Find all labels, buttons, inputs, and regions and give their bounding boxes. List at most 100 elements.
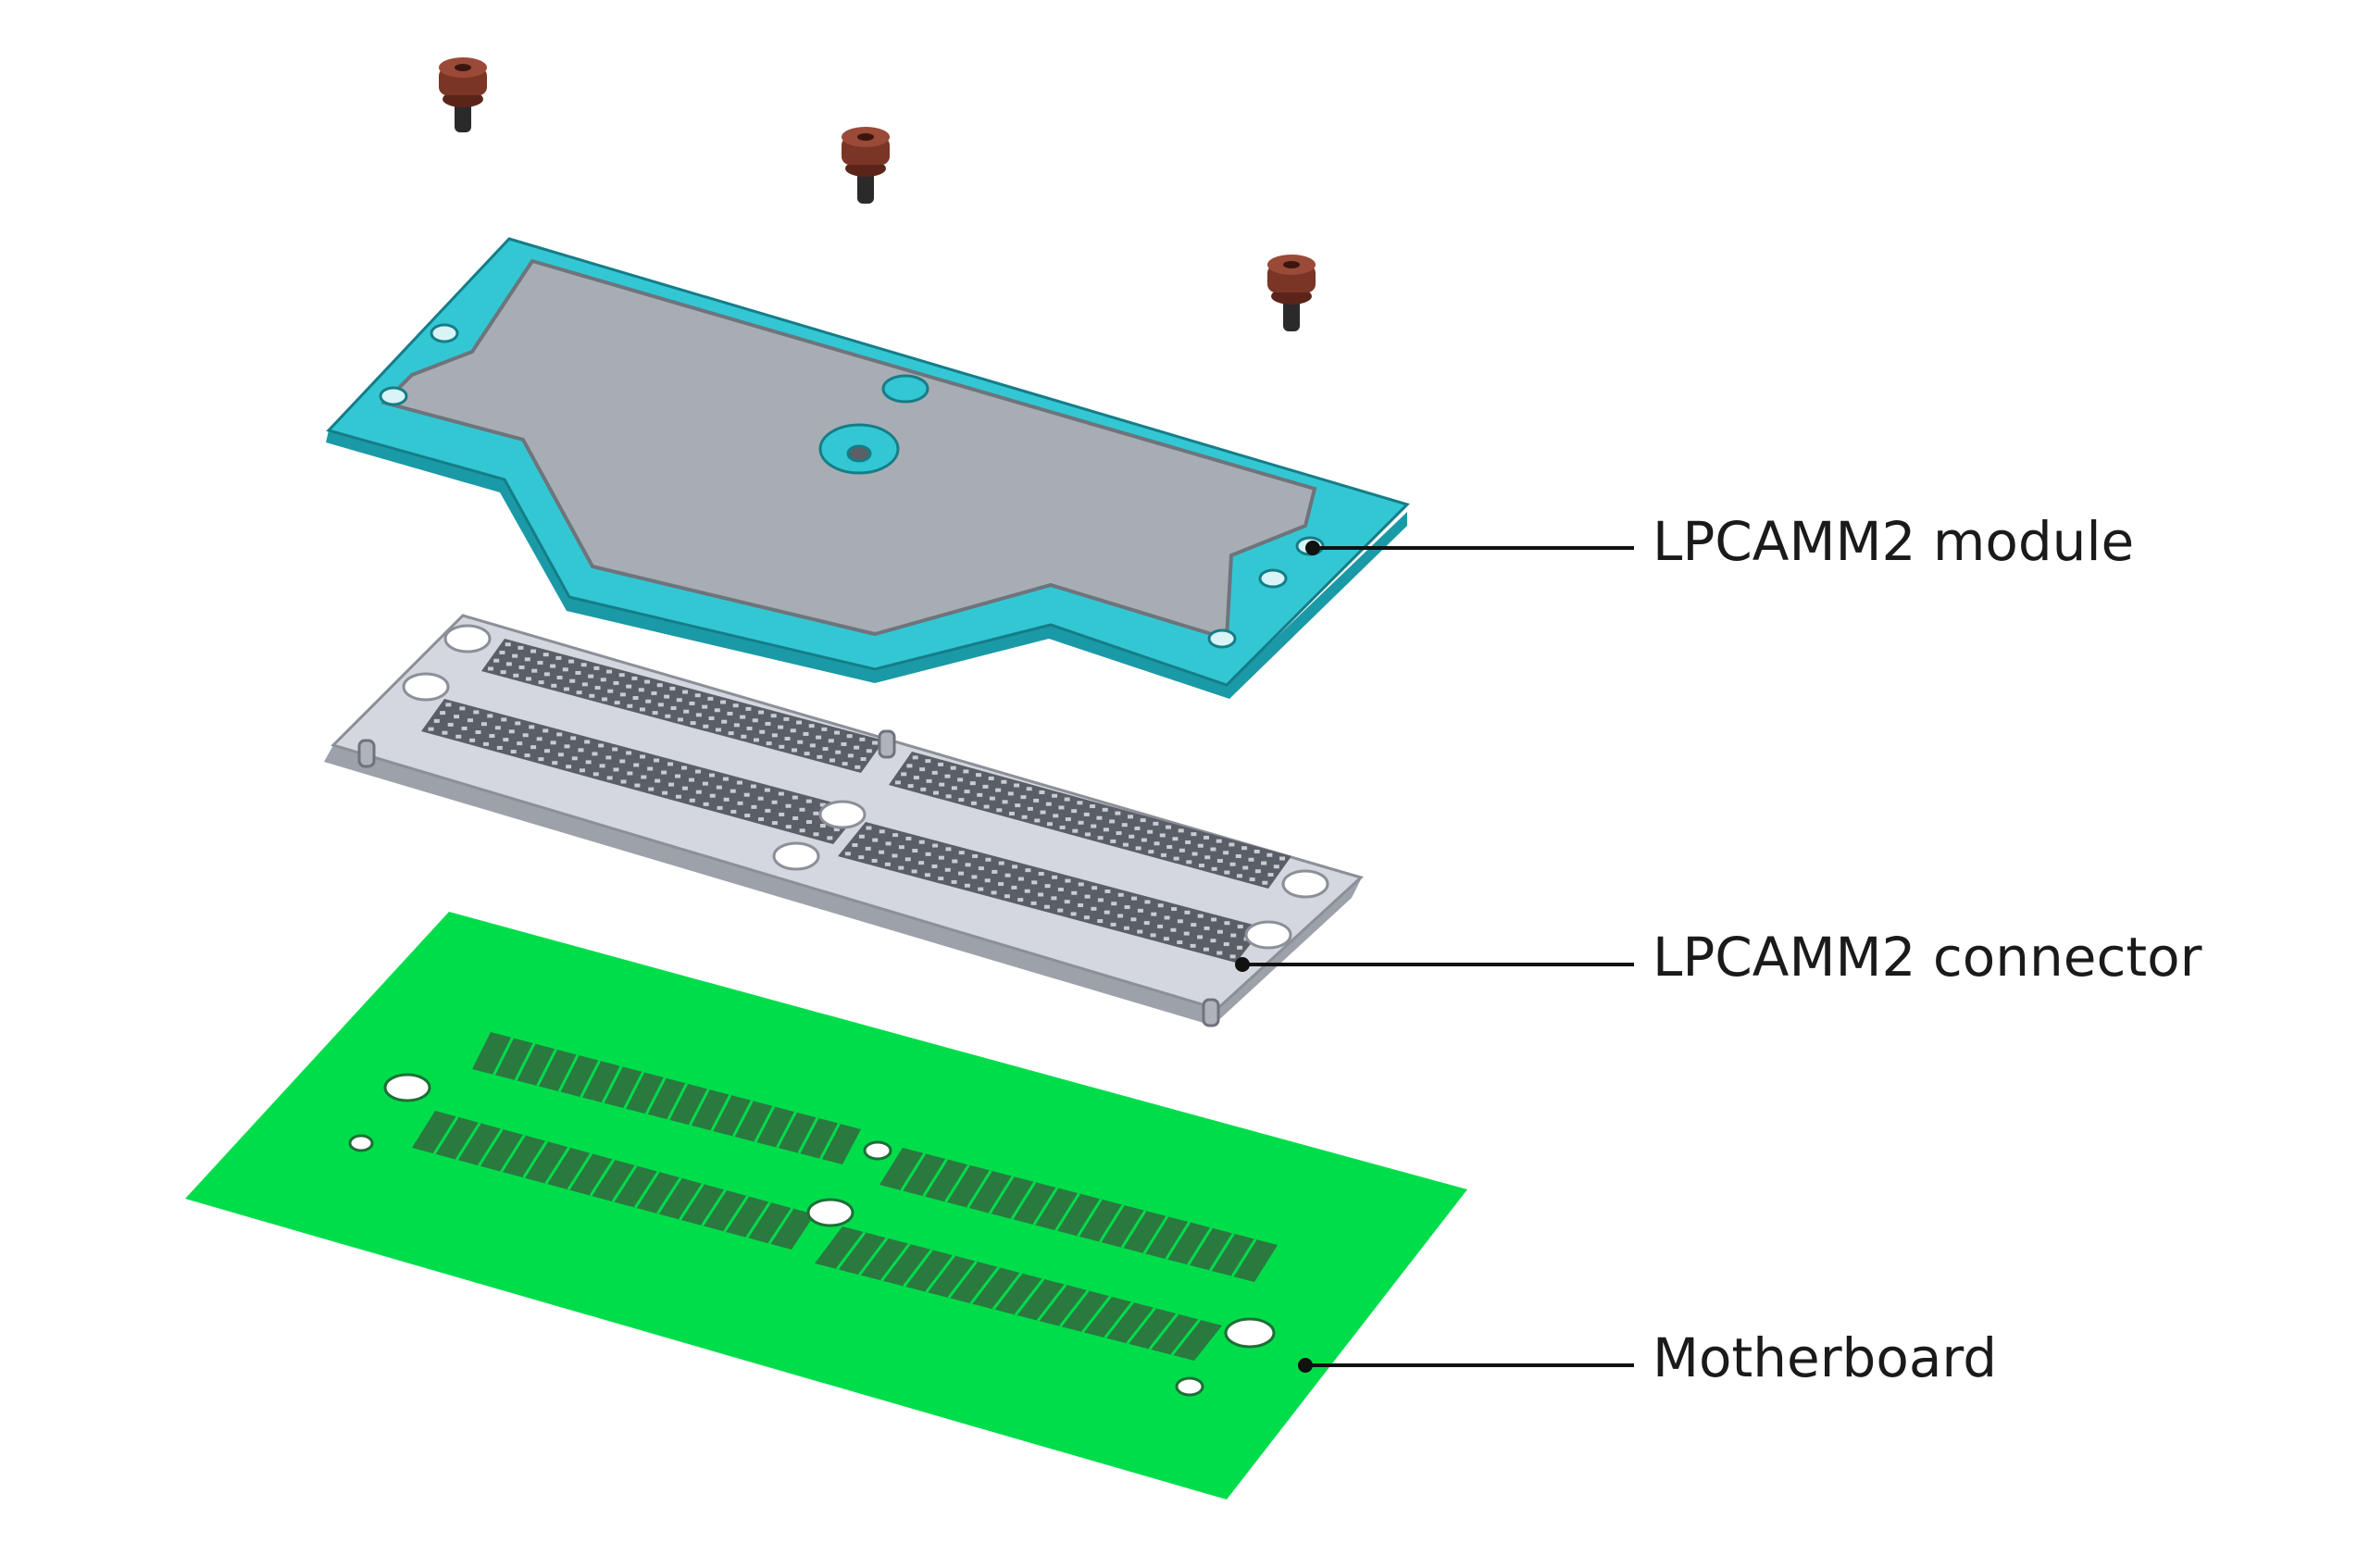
connector-contact-pin [791, 748, 797, 753]
connector-contact-pin [1159, 833, 1166, 838]
connector-contact-fields [421, 639, 1291, 963]
connector-contact-pin [931, 864, 938, 868]
motherboard-slot-separator [455, 1122, 481, 1161]
motherboard-slot-separator [922, 1158, 948, 1198]
connector-contact-pin [626, 751, 632, 755]
connector-contact-pin [879, 850, 885, 854]
connector-contact-pin [605, 755, 612, 760]
connector-contact-pin [834, 730, 841, 735]
motherboard-slot-separator [835, 1231, 867, 1271]
connector-contact-pin [892, 833, 899, 838]
connector-contact-pin [634, 783, 641, 788]
connector-contact-pin [487, 714, 493, 718]
connector-contact-pin [901, 772, 907, 777]
connector-contact-pin [661, 770, 667, 775]
motherboard-slot-separator [1126, 1307, 1156, 1345]
connector-contact-pin [1083, 812, 1090, 816]
connector-contact-pin [632, 696, 639, 701]
motherboard-slot-separator [723, 1195, 749, 1233]
connector-contact-pin [1097, 898, 1104, 902]
connector-contact-pin [799, 828, 805, 833]
connector-contact-pin [753, 738, 759, 742]
connector-contact-pin [1064, 797, 1070, 802]
connector-contact-pin [1077, 801, 1083, 805]
connector-contact-pin [566, 765, 572, 769]
connector-contact-pin [670, 706, 677, 711]
motherboard-slot-separator [1120, 1210, 1147, 1249]
connector-contact-pin [562, 667, 568, 672]
motherboard-holes [348, 1073, 1276, 1397]
connector-contact-pin [702, 704, 708, 709]
connector-contact-pin [530, 745, 537, 750]
connector-contact-pin [1024, 889, 1030, 893]
connector-hole [443, 624, 492, 653]
connector-contact-pin [556, 676, 563, 680]
connector-contact-pin [1163, 937, 1169, 941]
connector-contact-pin [681, 765, 688, 770]
connector-contact-pin [614, 701, 620, 705]
connector-contact-pin [904, 857, 911, 862]
connector-contact-pin [1166, 825, 1172, 829]
connector-contact-pin [995, 788, 1002, 792]
motherboard-slot-separator [1187, 1226, 1213, 1266]
connector-contact-pin [428, 727, 434, 731]
motherboard-slot-separator [493, 1037, 514, 1076]
connector-contact-pin [919, 767, 926, 772]
connector-contact-pin [619, 692, 626, 697]
connector-contact-pin [1134, 826, 1141, 830]
connector-contact-pin [709, 793, 716, 798]
connector-contact-pin [931, 770, 938, 775]
motherboard-slot-separator [432, 1115, 459, 1155]
connector-contact-pin [716, 785, 722, 790]
connector-contact-pin [912, 849, 918, 853]
connector-hole [402, 672, 450, 702]
connector-contact-pin [804, 752, 810, 756]
connector-contact-pin [689, 701, 695, 705]
motherboard-slots-lower-right [815, 1226, 1222, 1361]
module-hole [1207, 628, 1237, 649]
connector-contact-pin [991, 890, 997, 895]
connector-contact-pin [1130, 917, 1137, 922]
connector-contact-pin [1177, 919, 1183, 924]
connector-contact-pin [844, 852, 851, 856]
connector-contact-pin [951, 786, 957, 790]
motherboard-slot-separator [1142, 1215, 1169, 1254]
connector-contact-pin [952, 859, 958, 864]
connector-contact-pin [555, 655, 562, 660]
connector-contact-pin [1190, 943, 1196, 948]
connector-contact-pin [1224, 921, 1230, 926]
motherboard-slot-separator [679, 1183, 705, 1221]
connector-contact-pin [984, 878, 991, 883]
connector-contact-pin [618, 673, 625, 678]
connector-contact-pin [1002, 800, 1008, 804]
motherboard-slot-separator [1209, 1232, 1235, 1272]
connector [324, 614, 1364, 1027]
connector-contact-pin [631, 676, 638, 680]
leader-lines [1235, 541, 1634, 1373]
connector-contact-pin [996, 808, 1003, 813]
connector-contact-pin [1057, 887, 1064, 891]
connector-contact-pin [771, 733, 778, 738]
motherboard-slot-separator [900, 1152, 927, 1191]
connector-contact-pin [865, 846, 871, 851]
connector-contact-pin [736, 780, 742, 785]
connector-contact-pin [799, 807, 805, 812]
motherboard-slot-separator [925, 1254, 955, 1293]
module [326, 237, 1410, 699]
connector-contact-pin [998, 861, 1004, 865]
connector-contact-pin [751, 804, 757, 809]
connector-contact-pin [989, 796, 995, 801]
connector-contact-pin [1216, 859, 1223, 864]
connector-contact-pin [1004, 873, 1011, 877]
motherboard-slot-separator [589, 1158, 616, 1197]
connector-contact-pin [480, 722, 487, 727]
connector-contact-pin [1229, 862, 1236, 866]
motherboard-slot-separator [858, 1237, 889, 1276]
connector-contact-pin [992, 869, 998, 874]
connector-contact-pin [1124, 905, 1130, 910]
connector-contact-pin [829, 758, 835, 763]
connector-contact-pin [792, 795, 798, 800]
motherboard-slot-separator [710, 1094, 732, 1132]
connector-contact-pin [1179, 848, 1185, 852]
connector-contact-pin [766, 741, 772, 746]
